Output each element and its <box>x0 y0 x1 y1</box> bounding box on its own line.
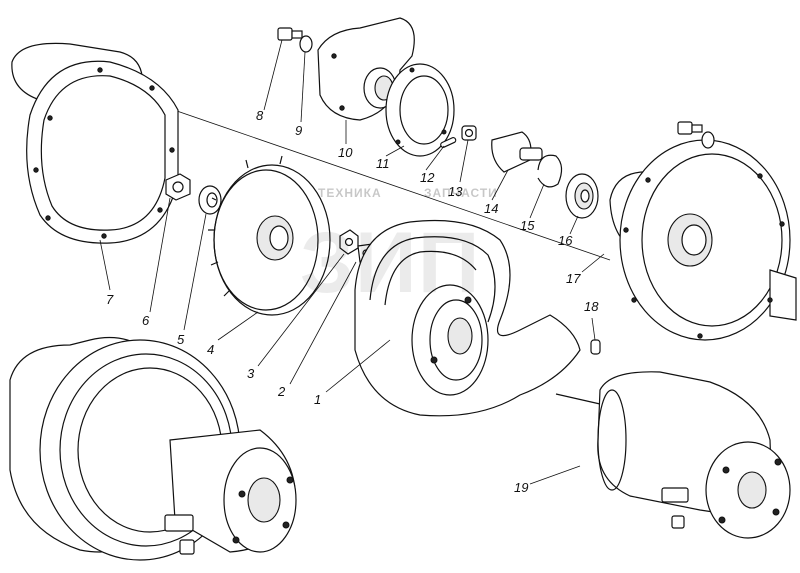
part-17-pump-body <box>609 139 797 341</box>
callout-label-8: 8 <box>256 108 264 123</box>
part-1-volute-housing <box>354 219 581 417</box>
callout-label-14: 14 <box>484 201 499 216</box>
callout-label-2: 2 <box>278 384 286 399</box>
callout-label-16: 16 <box>558 233 573 248</box>
callout-label-15: 15 <box>520 218 535 233</box>
part-7-housing-gasket <box>11 42 179 244</box>
callout-label-3: 3 <box>247 366 255 381</box>
part-19-pump-assembly <box>555 371 791 539</box>
assembled-pump-large <box>9 336 297 561</box>
callout-label-19: 19 <box>514 480 529 495</box>
part-8-bolt <box>277 27 303 41</box>
callout-label-4: 4 <box>207 342 215 357</box>
callout-label-17: 17 <box>566 271 581 286</box>
part-9-spring-washer <box>299 35 313 53</box>
callout-label-5: 5 <box>177 332 185 347</box>
part-13-small-nut <box>461 125 477 141</box>
watermark-text-right: ЗАПЧАСТИ <box>424 186 498 200</box>
part-6-nut <box>165 173 191 201</box>
part-15-circlip <box>537 154 563 188</box>
callout-label-11: 11 <box>376 156 390 171</box>
callout-label-10: 10 <box>338 145 353 160</box>
callout-label-6: 6 <box>142 313 150 328</box>
part-11-flange-gasket <box>385 63 455 157</box>
callout-label-13: 13 <box>448 184 463 199</box>
watermark-text-top: ТЕХНИКА <box>318 186 382 200</box>
part-18-pin <box>590 339 601 355</box>
part-17-mounting-bolt <box>677 121 715 149</box>
part-14-pump-shaft <box>491 131 543 173</box>
watermark-logo: ЗИП <box>300 215 481 311</box>
assembly-axis-line <box>109 87 611 261</box>
part-4-impeller <box>208 155 331 316</box>
part-12-key <box>440 137 457 148</box>
callout-label-1: 1 <box>314 392 322 407</box>
callout-label-7: 7 <box>106 292 114 307</box>
part-16-bearing <box>565 173 599 219</box>
callout-leader-lines <box>99 39 605 485</box>
callout-label-12: 12 <box>420 170 435 185</box>
callout-label-9: 9 <box>295 123 303 138</box>
callout-label-18: 18 <box>584 299 599 314</box>
part-5-washer <box>198 185 222 215</box>
